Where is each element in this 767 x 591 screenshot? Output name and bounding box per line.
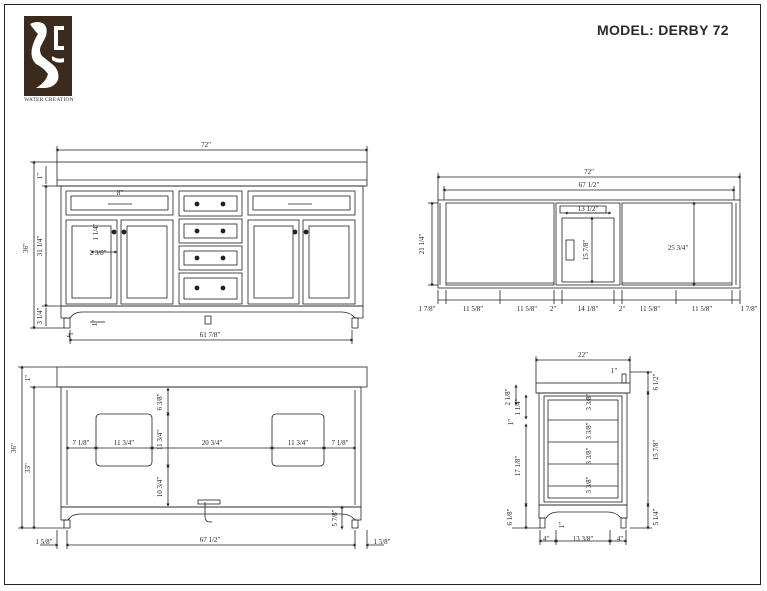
back-top-thickness-label: 1" — [24, 375, 32, 382]
top-segment-9: 1 7/8" — [740, 305, 757, 313]
back-side-offset-left-label: 1 5/8" — [35, 538, 52, 546]
side-left-lower-label: 6 1/8" — [506, 508, 514, 525]
back-side-offset-right-label: 1 5/8" — [373, 538, 390, 546]
top-inner-width-label: 67 1/2" — [579, 181, 600, 189]
top-segment-4: 2" — [550, 305, 557, 313]
front-toe-height-label: 3 1/4" — [36, 307, 44, 324]
logo-figure-icon — [30, 22, 64, 88]
side-countertop — [535, 382, 631, 394]
front-countertop — [56, 161, 368, 187]
side-view-labels: 22" 1" 6 1/2" 15 7/8" 5 1/4" 2 1/8" 1 1/… — [504, 351, 660, 543]
front-right-door-1 — [247, 219, 300, 305]
front-door-inset-label: 2 3/8" — [89, 249, 106, 257]
front-right-top-drawer — [247, 190, 356, 216]
front-top-thickness-label: 1" — [36, 173, 44, 180]
top-view — [428, 173, 742, 304]
front-inner-width-label: 61 7/8" — [200, 331, 221, 339]
side-right-upper-label: 6 1/2" — [652, 373, 660, 390]
back-toe-height-label: 5 7/8" — [331, 509, 339, 526]
back-top-gap-label: 6 3/8" — [156, 393, 164, 410]
front-leg-gap-label: 1" — [91, 320, 99, 327]
back-view-labels: 1" 36" 33" 6 3/8" 11 3/4" 10 3/4" 5 7/8"… — [10, 375, 391, 546]
side-view — [512, 356, 652, 545]
top-center-bay — [555, 202, 621, 286]
model-title: MODEL: DERBY 72 — [597, 22, 729, 38]
side-shelf-label-3: 3 3/8" — [585, 447, 593, 464]
side-left-middle-label: 17 1/8" — [514, 456, 522, 477]
back-lower-gap-label: 10 3/4" — [156, 477, 164, 498]
back-inner-width-label: 67 1/2" — [200, 536, 221, 544]
top-segment-6: 2" — [619, 305, 626, 313]
back-cutout-width-left-label: 11 3/4" — [114, 439, 134, 447]
logo-text: WATER CREATION — [24, 97, 74, 103]
side-shelf-label-1: 3 3/8" — [585, 393, 593, 410]
top-right-depth-label: 25 3/4" — [668, 244, 689, 252]
front-door-offset-label: 1 1/4" — [92, 223, 100, 240]
back-cabinet-height-label: 33" — [24, 463, 32, 473]
side-top-thickness-label: 1" — [611, 367, 618, 375]
back-cutout-right — [271, 413, 325, 467]
top-segment-5: 14 1/8" — [578, 305, 599, 313]
front-center-drawer-2 — [178, 218, 243, 244]
front-left-door-1 — [65, 219, 118, 305]
front-left-door-2 — [120, 219, 174, 305]
front-side-offset-label: 4" — [67, 332, 74, 340]
front-left-top-drawer — [65, 190, 174, 216]
top-segment-7: 11 5/8" — [640, 305, 660, 313]
front-overall-height-label: 36" — [22, 243, 30, 253]
back-overall-height-label: 36" — [10, 443, 18, 453]
front-drawer-label: 8" — [117, 189, 124, 197]
side-depth-label: 22" — [578, 351, 588, 359]
back-center-gap-label: 20 3/4" — [202, 439, 223, 447]
back-countertop — [56, 366, 368, 388]
side-bottom-center-label: 13 3/8" — [573, 535, 594, 543]
top-center-depth-label: 15 7/8" — [582, 240, 590, 261]
front-view-labels: 72" 61 7/8" 36" 31 1/4" 1" 3 1/4" 8" 1 1… — [22, 141, 220, 340]
top-segment-3: 11 5/8" — [517, 305, 537, 313]
sheet-frame — [4, 4, 761, 585]
side-foot-label: 1" — [558, 522, 566, 529]
front-center-drawer-1 — [178, 190, 243, 217]
front-center-drawer-3 — [178, 245, 243, 271]
top-segment-2: 11 5/8" — [463, 305, 483, 313]
side-shelf-label-2: 3 3/8" — [585, 422, 593, 439]
brand-logo: WATER CREATION — [24, 16, 74, 106]
side-left-c-label: 1" — [507, 419, 515, 426]
side-left-a-label: 2 1/8" — [504, 388, 512, 405]
side-right-middle-label: 15 7/8" — [652, 440, 660, 461]
top-outline — [437, 199, 741, 289]
side-bottom-left-label: 4" — [543, 535, 550, 543]
side-right-lower-label: 5 1/4" — [652, 508, 660, 525]
top-left-depth-label: 21 1/4" — [418, 234, 426, 255]
top-total-width-label: 72" — [584, 168, 594, 176]
side-cabinet-body — [538, 392, 628, 506]
front-center-drawer-4 — [178, 272, 243, 305]
back-left-margin-label: 7 1/8" — [72, 439, 89, 447]
logo-mark — [24, 16, 72, 96]
back-cutout-width-right-label: 11 3/4" — [288, 439, 308, 447]
top-view-labels: 72" 67 1/2" 13 1/2" 15 7/8" 25 3/4" 21 1… — [418, 168, 758, 313]
side-shelf-label-4: 3 3/8" — [585, 476, 593, 493]
side-bottom-right-label: 4" — [617, 535, 624, 543]
front-right-door-2 — [302, 219, 356, 305]
front-base — [60, 305, 364, 319]
front-total-width-label: 72" — [201, 141, 211, 149]
top-segment-1: 1 7/8" — [418, 305, 435, 313]
side-left-b-label: 1 1/4" — [514, 398, 522, 415]
top-center-width-label: 13 1/2" — [578, 205, 599, 213]
back-cabinet-body — [60, 386, 362, 508]
front-view — [30, 146, 369, 344]
back-cutout-left — [95, 413, 153, 467]
back-view — [18, 365, 384, 549]
back-right-margin-label: 7 1/8" — [331, 439, 348, 447]
top-segment-8: 11 5/8" — [692, 305, 712, 313]
back-cutout-height-label: 11 3/4" — [156, 430, 164, 450]
front-cabinet-height-label: 31 1/4" — [36, 236, 44, 257]
